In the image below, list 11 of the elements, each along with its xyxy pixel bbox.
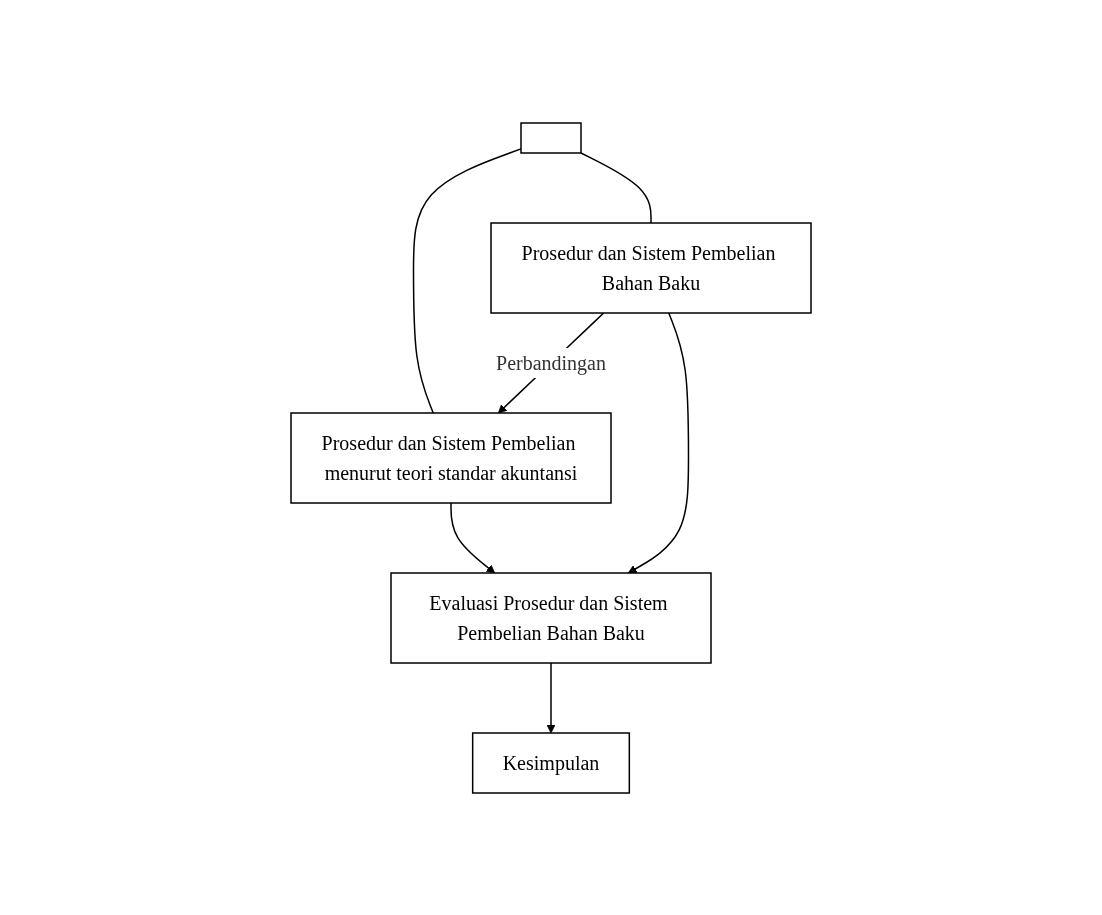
arrow: [546, 661, 556, 733]
node-box: Kesimpulan: [471, 731, 631, 794]
arrow: [450, 501, 496, 573]
node-box: Evaluasi Prosedur dan Sistem Pembelian Bahan Baku: [390, 571, 712, 664]
node-box: [520, 121, 582, 154]
node-box: Prosedur dan Sistem Pembelian Bahan Baku: [490, 221, 812, 314]
edge-label: Perbandingan: [496, 351, 606, 374]
connector: [412, 147, 522, 414]
node-box: Prosedur dan Sistem Pembelian menurut teori standar akuntansi: [290, 411, 612, 504]
arrow: [627, 311, 690, 573]
connector: [580, 151, 652, 224]
